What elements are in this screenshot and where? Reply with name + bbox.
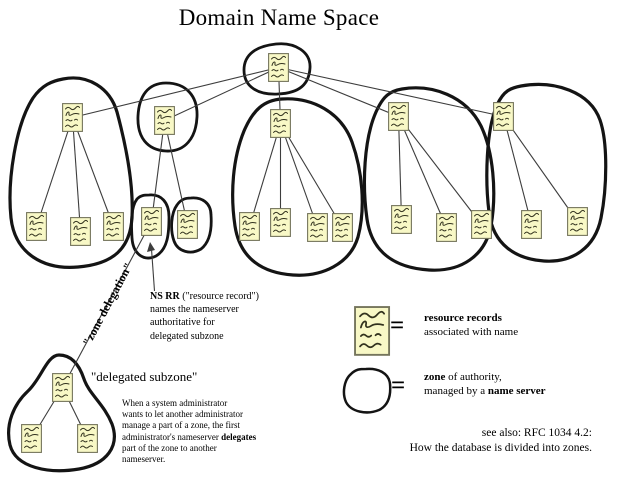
paragraph-line: manage a part of a zone, the first bbox=[122, 420, 240, 431]
resource-record-icon bbox=[154, 106, 175, 135]
zone-delegation-line bbox=[62, 221, 152, 388]
legend-resource-records: resource records associated with name bbox=[424, 312, 518, 339]
resource-record-icon bbox=[239, 212, 260, 241]
legend-zone-line2-bold: name server bbox=[487, 384, 546, 397]
ns-rr-annotation: NS RR ("resource record") names the name… bbox=[150, 290, 290, 343]
legend-zone-rest: of authority, bbox=[445, 371, 502, 383]
legend-zone-line1: zone of authority, bbox=[424, 371, 546, 385]
ns-rr-line3: authoritative for bbox=[150, 317, 215, 329]
paragraph-line: wants to let another administrator bbox=[122, 409, 243, 420]
tree-edge bbox=[163, 120, 189, 225]
zone-outline-left-zone bbox=[8, 76, 134, 269]
resource-record-icon bbox=[354, 306, 391, 356]
zone-outline-mid-large-zone bbox=[231, 97, 364, 277]
resource-record-icon bbox=[388, 102, 409, 131]
see-also-line2: How the database is divided into zones. bbox=[409, 441, 592, 454]
ns-rr-rest: ("resource record") bbox=[179, 291, 259, 302]
tree-edge bbox=[164, 67, 279, 121]
tree-edge bbox=[280, 123, 343, 228]
tree-edge bbox=[35, 117, 74, 227]
tree-edge bbox=[72, 66, 279, 119]
zone-outline-root-zone bbox=[242, 42, 312, 96]
tree-edge bbox=[397, 116, 403, 220]
resource-record-icon bbox=[141, 207, 162, 236]
resource-record-icon bbox=[268, 53, 289, 82]
zone-outline-delegated-subzone bbox=[7, 353, 116, 473]
arrow-up-icon bbox=[147, 242, 155, 252]
tree-edge bbox=[502, 116, 533, 225]
resource-record-icon bbox=[62, 103, 83, 132]
resource-record-icon bbox=[436, 213, 457, 242]
tree-edge bbox=[397, 116, 448, 228]
equals-sign: = bbox=[390, 312, 405, 339]
tree-edge bbox=[278, 66, 504, 118]
tree-edge bbox=[503, 116, 578, 222]
resource-record-icon bbox=[21, 424, 42, 453]
legend-rr-line2: associated with name bbox=[424, 325, 519, 338]
resource-record-icon bbox=[70, 217, 91, 246]
equals-sign: = bbox=[391, 372, 406, 399]
zone-outline-right-mid-zone bbox=[362, 86, 496, 272]
resource-record-icon bbox=[52, 373, 73, 402]
tree-edge bbox=[71, 117, 115, 227]
paragraph-line: nameserver. bbox=[122, 454, 166, 465]
resource-record-icon bbox=[26, 212, 47, 241]
resource-record-icon bbox=[391, 205, 412, 234]
ns-rr-pointer-line bbox=[150, 248, 156, 292]
resource-record-icon bbox=[177, 210, 198, 239]
legend-rr-line1: resource records bbox=[424, 312, 502, 324]
tree-edge bbox=[150, 120, 166, 222]
legend-zone-bold: zone bbox=[424, 371, 446, 383]
tree-edge bbox=[248, 123, 282, 227]
page-title: Domain Name Space bbox=[178, 5, 380, 30]
resource-record-icon bbox=[493, 102, 514, 131]
resource-record-icon bbox=[471, 210, 492, 239]
ns-rr-line4: delegated subzone bbox=[150, 330, 224, 342]
legend-zone-line2: managed by a name server bbox=[424, 385, 546, 399]
resource-record-icon bbox=[521, 210, 542, 239]
zone-outline-small-zone-a bbox=[130, 193, 171, 260]
resource-record-icon bbox=[103, 212, 124, 241]
ns-rr-line2: names the nameserver bbox=[150, 304, 239, 316]
paragraph-line: administrator's nameserver delegates bbox=[122, 431, 257, 442]
paragraph-line: part of the zone to another bbox=[122, 442, 217, 453]
tree-edge bbox=[71, 117, 82, 232]
ns-rr-line1: NS RR ("resource record") bbox=[150, 290, 290, 303]
resource-record-icon bbox=[332, 213, 353, 242]
resource-record-icon bbox=[270, 208, 291, 237]
tree-edge bbox=[398, 116, 482, 225]
legend-zone-line2-pre: managed by a bbox=[424, 384, 488, 397]
resource-record-icon bbox=[307, 213, 328, 242]
legend-zone: zone of authority, managed by a name ser… bbox=[424, 371, 546, 398]
zone-outline-small-zone-b bbox=[170, 196, 213, 254]
see-also-note: see also: RFC 1034 4.2: How the database… bbox=[320, 426, 592, 455]
delegated-subzone-label: "delegated subzone" bbox=[91, 369, 198, 384]
tree-edge bbox=[278, 66, 399, 118]
ns-rr-bold: NS RR bbox=[150, 291, 180, 302]
resource-record-icon bbox=[270, 109, 291, 138]
see-also-line1: see also: RFC 1034 4.2: bbox=[481, 427, 592, 439]
tree-edge bbox=[279, 123, 319, 228]
paragraph-line: When a system administrator bbox=[122, 398, 228, 408]
resource-record-icon bbox=[567, 207, 588, 236]
resource-record-icon bbox=[77, 424, 98, 453]
zone-outline-legend-zone bbox=[342, 367, 392, 414]
